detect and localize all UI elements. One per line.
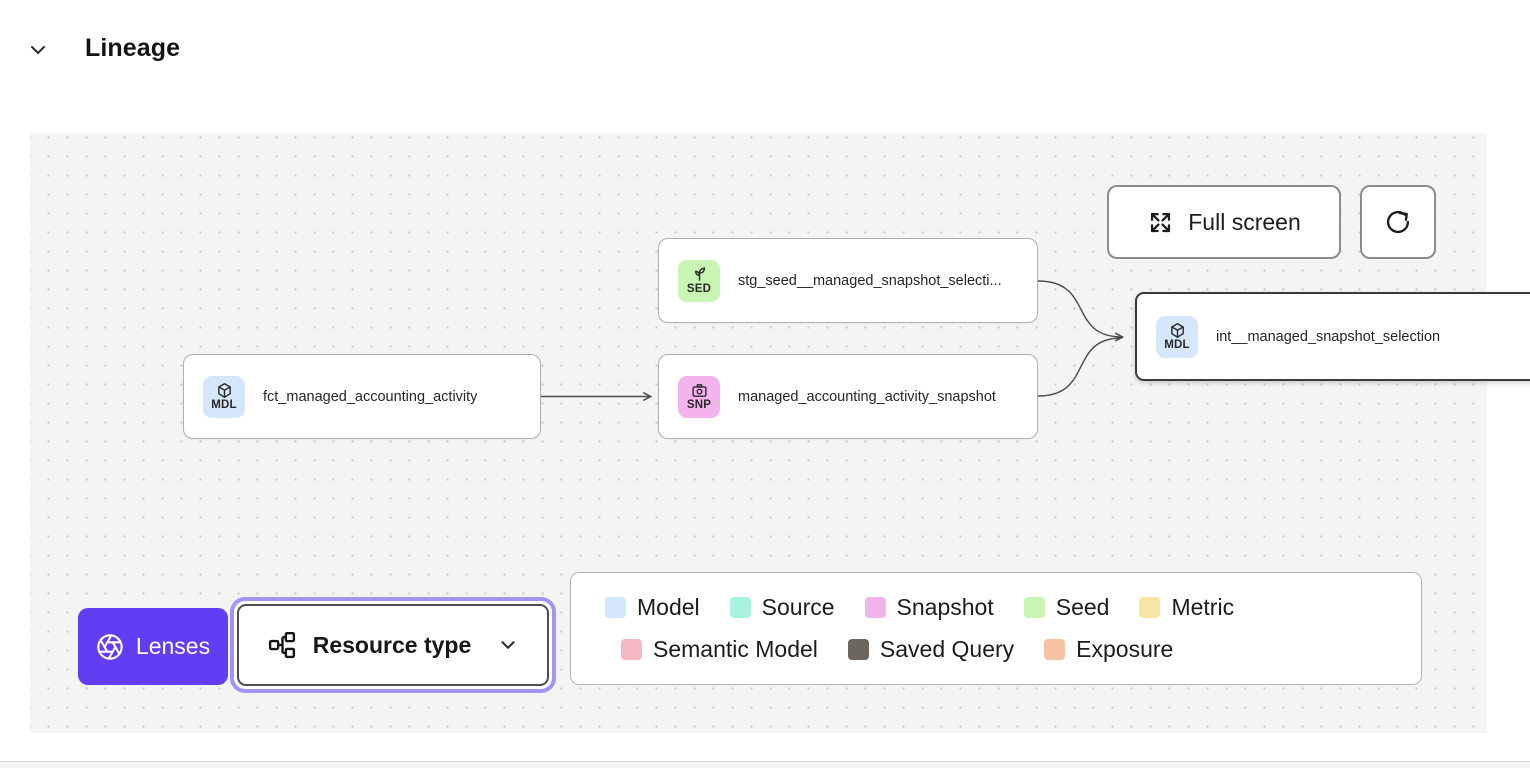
resource-type-label: Resource type <box>312 631 472 658</box>
model-badge: MDL <box>1156 315 1198 358</box>
node-fct-managed-accounting-activity[interactable]: MDL fct_managed_accounting_activity <box>183 354 541 439</box>
model-swatch <box>605 597 626 618</box>
legend-item-saved-query: Saved Query <box>847 636 1014 663</box>
lenses-button[interactable]: Lenses <box>78 608 228 685</box>
resource-type-dropdown[interactable]: Resource type <box>230 597 556 693</box>
cube-icon <box>1170 322 1184 338</box>
page-title: Lineage <box>85 34 181 62</box>
full-screen-label: Full screen <box>1188 208 1301 235</box>
sitemap-icon <box>267 630 297 660</box>
seed-icon <box>694 267 705 281</box>
legend-item-model: Model <box>605 594 700 621</box>
aperture-icon <box>96 633 124 661</box>
refresh-icon <box>1384 208 1412 236</box>
legend-item-metric: Metric <box>1139 594 1234 621</box>
seed-badge: SED <box>678 259 720 302</box>
legend-item-semantic-model: Semantic Model <box>621 636 818 663</box>
legend-item-snapshot: Snapshot <box>864 594 994 621</box>
snapshot-badge: SNP <box>678 375 720 418</box>
node-stg-seed-managed-snapshot-selection[interactable]: SED stg_seed__managed_snapshot_selecti..… <box>658 238 1038 323</box>
refresh-button[interactable] <box>1360 185 1436 259</box>
lenses-label: Lenses <box>135 633 211 659</box>
model-badge: MDL <box>203 375 245 418</box>
semantic-model-swatch <box>621 639 642 660</box>
lineage-canvas[interactable]: Full screen SED stg_seed__managed_snapsh… <box>30 133 1530 733</box>
section-divider <box>0 761 1530 762</box>
snapshot-swatch <box>864 597 886 618</box>
cube-icon <box>217 382 231 398</box>
node-label: int__managed_snapshot_selection <box>1216 328 1441 345</box>
chevron-down-icon <box>497 634 519 656</box>
metric-swatch <box>1139 597 1161 618</box>
exposure-swatch <box>1044 639 1066 660</box>
node-label: fct_managed_accounting_activity <box>263 388 478 405</box>
node-int-managed-snapshot-selection[interactable]: MDL int__managed_snapshot_selection <box>1135 292 1530 381</box>
collapse-chevron-icon[interactable] <box>26 38 50 62</box>
legend-item-exposure: Exposure <box>1044 636 1173 663</box>
resource-type-legend: Model Source Snapshot Seed Metric Semant… <box>570 572 1422 685</box>
full-screen-button[interactable]: Full screen <box>1107 185 1341 259</box>
legend-row-1: Model Source Snapshot Seed Metric <box>605 594 1411 621</box>
source-swatch <box>729 597 751 618</box>
legend-row-2: Semantic Model Saved Query Exposure <box>621 636 1411 663</box>
legend-item-seed: Seed <box>1023 594 1109 621</box>
seed-swatch <box>1023 597 1045 618</box>
camera-icon <box>691 383 707 397</box>
node-managed-accounting-activity-snapshot[interactable]: SNP managed_accounting_activity_snapshot <box>658 354 1038 439</box>
node-label: managed_accounting_activity_snapshot <box>738 388 996 405</box>
saved-query-swatch <box>847 639 869 660</box>
next-section-edge <box>0 762 1530 768</box>
expand-icon <box>1147 209 1174 236</box>
node-label: stg_seed__managed_snapshot_selecti... <box>738 272 1002 289</box>
legend-item-source: Source <box>729 594 835 621</box>
